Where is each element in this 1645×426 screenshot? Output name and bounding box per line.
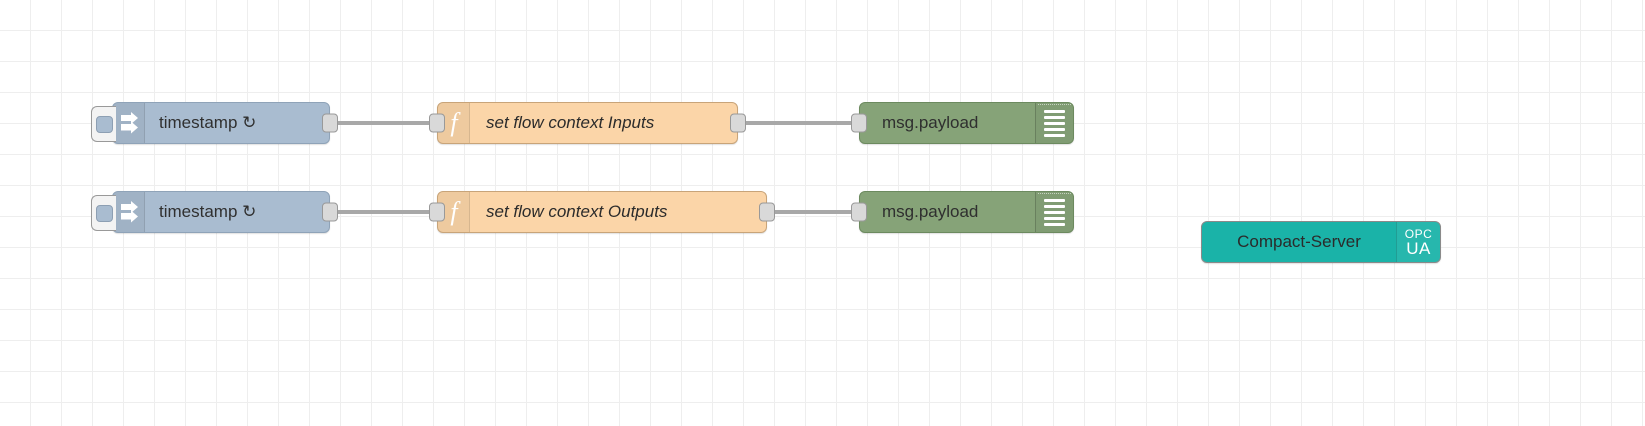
input-port[interactable] [851,113,867,133]
node-debug-msg-payload-inputs[interactable]: msg.payload [851,102,1090,144]
node-inject-timestamp-inputs[interactable]: timestamp ↻ [91,102,338,144]
inject-trigger-button[interactable] [91,195,116,231]
inject-arrow-icon [113,103,145,143]
debug-list-icon[interactable] [1035,192,1073,232]
node-inject-timestamp-outputs[interactable]: timestamp ↻ [91,191,338,233]
opc-ua-badge-line2: UA [1406,238,1431,258]
debug-burger-glyph [1044,198,1065,226]
output-port[interactable] [322,113,338,133]
inject-trigger-button-inner [95,204,113,222]
function-f-icon: f [438,192,470,232]
debug-burger-glyph [1044,109,1065,137]
opcua-server-label: Compact-Server [1237,232,1361,251]
debug-list-icon[interactable] [1035,103,1073,143]
node-opcua-compact-server[interactable]: Compact-Server OPC UA [1201,221,1441,263]
input-port[interactable] [429,202,445,222]
svg-text:f: f [450,109,461,137]
function-node-label: set flow context Inputs [486,113,655,132]
output-port[interactable] [730,113,746,133]
opc-ua-badge-line1: OPC [1404,226,1433,241]
node-function-set-flow-context-inputs[interactable]: f set flow context Inputs [429,102,746,144]
input-port[interactable] [429,113,445,133]
node-debug-msg-payload-outputs[interactable]: msg.payload [851,191,1090,233]
debug-node-label: msg.payload [882,202,979,221]
svg-text:f: f [450,198,461,226]
inject-trigger-button-inner [95,115,113,133]
debug-enable-toggle[interactable] [1070,106,1090,142]
inject-trigger-button[interactable] [91,106,116,142]
output-port[interactable] [322,202,338,222]
inject-arrow-icon [113,192,145,232]
debug-enable-toggle[interactable] [1070,195,1090,231]
opc-ua-icon: OPC UA [1396,222,1440,262]
output-port[interactable] [759,202,775,222]
function-node-label: set flow context Outputs [486,202,668,221]
inject-node-label: timestamp ↻ [159,202,257,221]
inject-node-label: timestamp ↻ [159,113,257,132]
input-port[interactable] [851,202,867,222]
debug-node-label: msg.payload [882,113,979,132]
node-function-set-flow-context-outputs[interactable]: f set flow context Outputs [429,191,775,233]
